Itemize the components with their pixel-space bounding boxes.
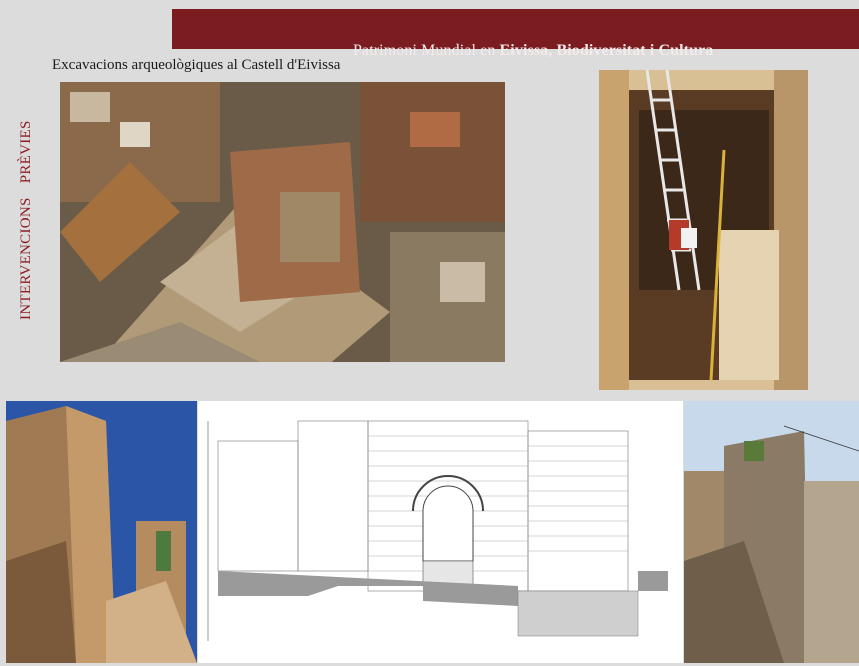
header-banner-text: Patrimoni Mundial en Eivissa, Biodiversi… <box>353 42 859 60</box>
tower-left-photo <box>6 401 197 663</box>
excavation-pit-photo <box>599 70 808 390</box>
side-label-word-2: PRÈVIES <box>18 120 34 184</box>
aerial-photo <box>60 82 505 362</box>
header-banner <box>172 9 859 49</box>
slide-title: Excavacions arqueològiques al Castell d'… <box>52 57 341 73</box>
header-emphasis: Eivissa, Biodiversitat i Cultura <box>499 42 714 59</box>
wall-elevation-drawing <box>198 401 683 663</box>
tower-right-photo <box>684 401 859 663</box>
side-label: INTERVENCIONS PRÈVIES <box>18 75 35 320</box>
header-prefix: Patrimoni Mundial en <box>353 42 500 59</box>
side-label-word-1: INTERVENCIONS <box>18 197 34 320</box>
